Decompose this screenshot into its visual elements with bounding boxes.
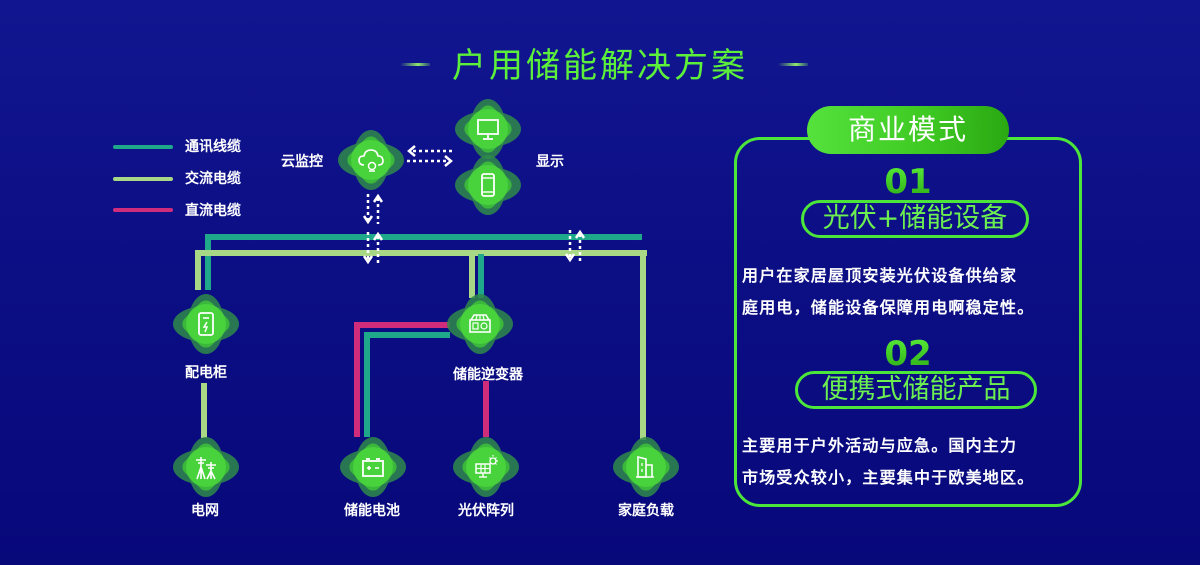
node-battery[interactable] [340, 437, 406, 497]
item-desc-02-line-2: 市场受众较小，主要集中于欧美地区。 [742, 468, 1035, 487]
legend-line-comm [113, 145, 173, 149]
label-pv-array: 光伏阵列 [458, 503, 514, 519]
dc-inverter-battery-h [354, 322, 450, 328]
node-power-cabinet[interactable] [173, 294, 239, 354]
node-cloud-monitor[interactable] [338, 130, 404, 190]
page-title: 户用储能解决方案 [452, 46, 748, 86]
node-display-phone[interactable] [455, 155, 521, 215]
item-number-01: 01 [734, 162, 1082, 202]
label-inverter: 储能逆变器 [453, 367, 523, 383]
ac-bus [195, 250, 647, 256]
label-cloud-monitor: 云监控 [281, 154, 323, 170]
comm-inverter-battery-v [364, 332, 370, 437]
dc-inverter-pv [483, 381, 489, 437]
label-grid: 电网 [191, 503, 219, 519]
arrow-cloud-bus-2 [362, 231, 384, 265]
solar-panel-icon [475, 455, 498, 478]
dc-inverter-battery-v [354, 322, 360, 437]
cloud-camera-icon [358, 149, 384, 172]
item-desc-02: 主要用于户外活动与应急。国内主力 市场受众较小，主要集中于欧美地区。 [742, 430, 1082, 494]
comm-drop-inverter [478, 254, 484, 298]
ac-drop-inverter [469, 250, 475, 298]
arrow-cloud-display [407, 145, 453, 167]
item-title-01: 光伏+储能设备 [801, 200, 1029, 238]
item-desc-01: 用户在家居屋顶安装光伏设备供给家 庭用电，储能设备保障用电啊稳定性。 [742, 260, 1082, 324]
title-dash-left [400, 63, 430, 66]
node-pv-array[interactable] [453, 437, 519, 497]
monitor-icon [477, 119, 499, 140]
inverter-icon [469, 314, 491, 333]
item-title-02: 便携式储能产品 [795, 371, 1037, 409]
node-display-monitor[interactable] [455, 99, 521, 159]
comm-inverter-battery-h [364, 332, 450, 338]
arrow-cloud-bus-1 [362, 193, 384, 225]
legend-label-comm: 通讯线缆 [185, 139, 241, 155]
legend-label-ac: 交流电缆 [185, 171, 241, 187]
smartphone-icon [481, 173, 495, 197]
label-battery: 储能电池 [344, 503, 400, 519]
node-home-load[interactable] [613, 437, 679, 497]
comm-drop-cabinet [205, 234, 211, 290]
power-tower-icon [196, 457, 216, 480]
item-number-02: 02 [734, 334, 1082, 374]
label-display: 显示 [536, 154, 564, 170]
label-power-cabinet: 配电柜 [185, 365, 227, 381]
label-home-load: 家庭负载 [618, 503, 674, 519]
legend-label-dc: 直流电缆 [185, 203, 241, 219]
building-icon [636, 455, 654, 478]
item-desc-01-line-2: 庭用电，储能设备保障用电啊稳定性。 [742, 298, 1035, 317]
node-inverter[interactable] [447, 294, 513, 354]
panel-header: 商业模式 [807, 106, 1009, 154]
item-desc-02-line-1: 主要用于户外活动与应急。国内主力 [742, 436, 1018, 455]
comm-bus [205, 234, 642, 240]
battery-icon [362, 458, 384, 477]
ac-drop-load [640, 250, 646, 440]
power-cabinet-icon [198, 312, 214, 336]
arrow-bus-right [564, 229, 586, 263]
ac-cabinet-grid [201, 383, 207, 438]
ac-drop-cabinet [195, 250, 201, 290]
item-desc-01-line-1: 用户在家居屋顶安装光伏设备供给家 [742, 266, 1018, 285]
legend-line-dc [113, 208, 173, 212]
title-dash-right [778, 63, 808, 66]
node-grid[interactable] [173, 437, 239, 497]
legend-line-ac [113, 177, 173, 181]
